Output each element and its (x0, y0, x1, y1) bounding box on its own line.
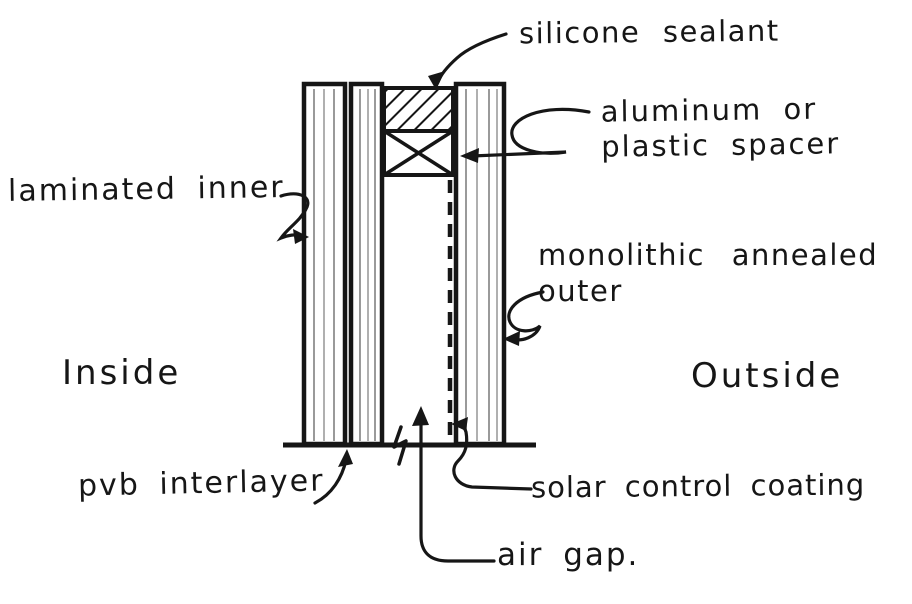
label-inside: Inside (62, 353, 182, 393)
label-outside: Outside (691, 356, 844, 396)
arrowhead-right-icon (293, 229, 309, 244)
arrowhead-up-icon (412, 406, 429, 426)
label-monolithic-line2: outer (538, 274, 623, 309)
label-monolithic-line1: monolithic annealed (538, 238, 879, 272)
leader-pvb (313, 449, 353, 505)
arrowhead-left-icon (451, 417, 468, 431)
label-air-gap: air gap. (497, 537, 640, 573)
leader-spacer (460, 107, 591, 163)
arrowhead-up-icon (338, 449, 353, 467)
leader-solar-control (451, 417, 533, 491)
label-spacer-line1: aluminum or (600, 91, 818, 129)
label-laminated-inner: laminated inner (7, 170, 285, 209)
leader-outer (503, 290, 545, 346)
silicone-sealant-hatch (382, 86, 455, 133)
label-pvb-interlayer: pvb interlayer (77, 463, 325, 504)
label-spacer: aluminum or plastic spacer (601, 92, 841, 164)
arrowhead-left-icon (460, 148, 479, 163)
leader-laminated-inner (276, 192, 310, 244)
label-silicone-sealant: silicone sealant (518, 13, 780, 51)
inner-lite-ply2 (348, 81, 385, 447)
label-solar-control-coating: solar control coating (530, 467, 866, 505)
leader-silicone-sealant (428, 32, 508, 90)
label-monolithic-outer: monolithic annealed outer (538, 238, 879, 309)
leader-air-gap (412, 406, 496, 563)
arrowhead-left-icon (503, 331, 520, 346)
spacer-x-box (382, 129, 455, 177)
label-spacer-line2: plastic spacer (601, 126, 841, 165)
arrowhead-down-icon (428, 71, 445, 90)
outer-lite (453, 81, 507, 447)
inner-lite-ply1 (301, 81, 348, 447)
break-mark (392, 425, 408, 466)
